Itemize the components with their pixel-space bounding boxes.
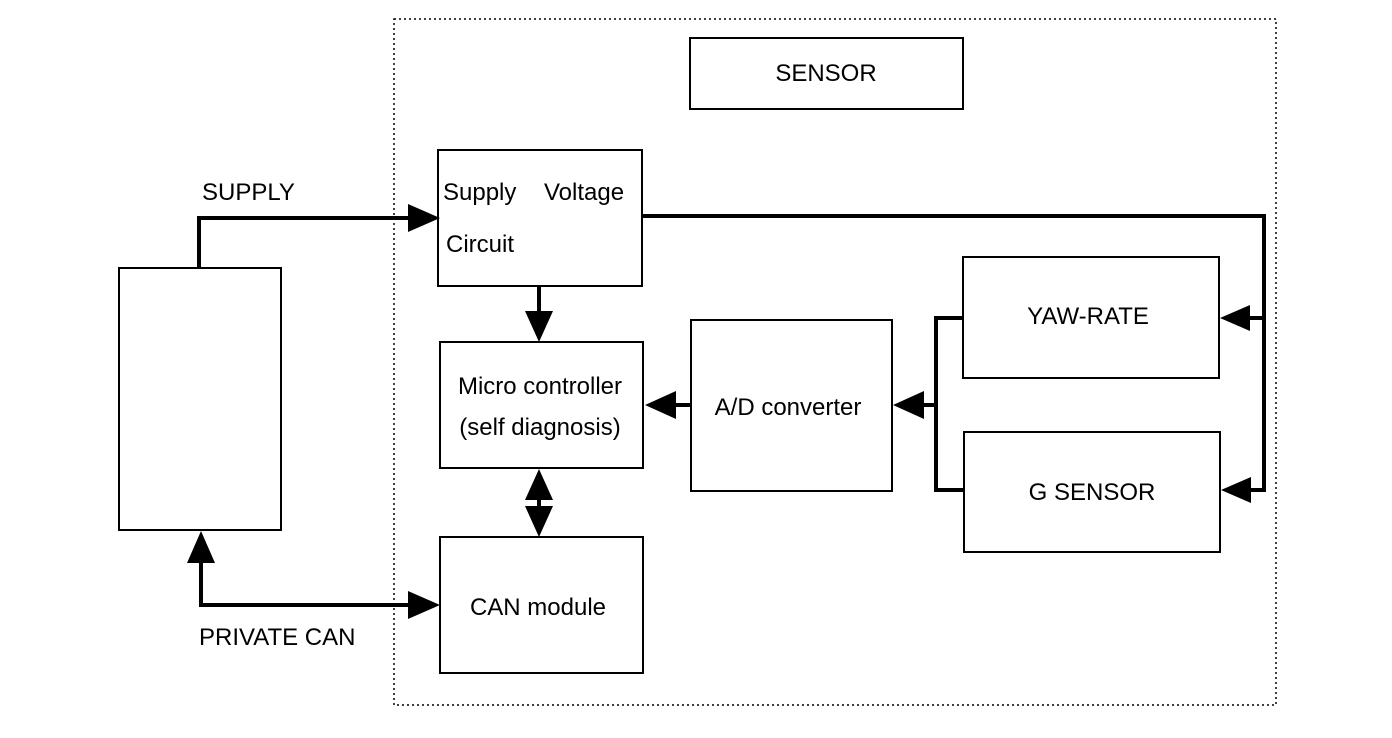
ad-converter-block: A/D converter: [690, 319, 893, 492]
supply-arrow-icon: [408, 204, 440, 232]
sensors-to-adc-arrow-icon: [893, 391, 924, 419]
supply-circuit-line1a: Supply: [443, 179, 516, 206]
private-can-to-ecu-arrow-icon: [187, 531, 215, 563]
supply-circuit-line1b: Voltage: [544, 179, 624, 206]
micro-can-down-arrow-icon: [525, 506, 553, 537]
adc-to-micro-arrow-icon: [645, 391, 676, 419]
sensor-title-block: SENSOR: [689, 37, 964, 110]
yaw-rate-label: YAW-RATE: [1027, 303, 1149, 330]
supply-voltage-distribution: [642, 214, 1266, 503]
g-sensor-supply-arrow-icon: [1221, 477, 1251, 503]
sensor-title: SENSOR: [775, 60, 876, 87]
sensor-enclosure: [393, 18, 1277, 706]
private-can-label: PRIVATE CAN: [199, 624, 355, 651]
supply-to-micro-arrow-icon: [525, 311, 553, 342]
yaw-rate-block: YAW-RATE: [962, 256, 1220, 379]
supply-to-micro-connection: [525, 286, 553, 342]
private-can-connection: PRIVATE CAN: [187, 531, 440, 651]
supply-connection: SUPPLY: [197, 179, 440, 268]
micro-can-up-arrow-icon: [525, 469, 553, 500]
supply-label: SUPPLY: [202, 179, 295, 206]
micro-controller-line1: Micro controller: [458, 373, 622, 400]
supply-voltage-circuit-block: Supply Voltage Circuit: [437, 149, 643, 287]
yaw-rate-supply-arrow-icon: [1220, 305, 1250, 331]
sensors-to-adc-connection: [893, 316, 964, 492]
micro-can-bidirectional-connection: [525, 469, 553, 537]
adc-to-micro-connection: [645, 391, 691, 419]
micro-controller-line2: (self diagnosis): [459, 414, 620, 441]
can-module-block: CAN module: [439, 536, 644, 674]
external-ecu-box: [118, 267, 282, 531]
can-module-label: CAN module: [470, 594, 606, 621]
supply-circuit-line2: Circuit: [446, 231, 514, 258]
micro-controller-block: Micro controller (self diagnosis): [439, 341, 644, 469]
private-can-to-module-arrow-icon: [408, 591, 440, 619]
g-sensor-block: G SENSOR: [963, 431, 1221, 553]
g-sensor-label: G SENSOR: [1029, 479, 1156, 506]
ad-converter-label: A/D converter: [715, 394, 862, 421]
